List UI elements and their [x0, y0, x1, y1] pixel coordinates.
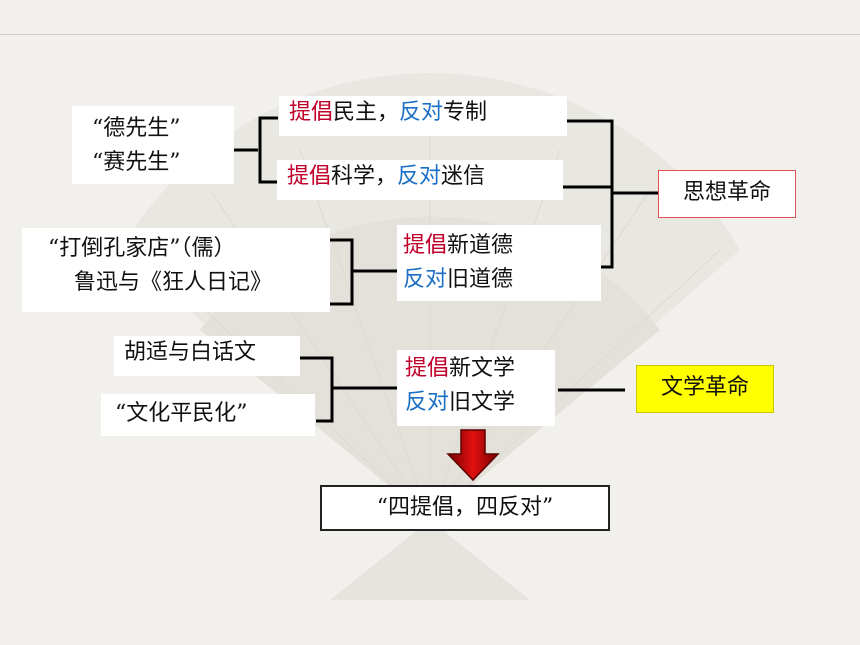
mr-de-sai-box: “德先生” “赛先生”	[72, 106, 234, 184]
confucius-line1: “打倒孔家店”（儒）	[48, 236, 236, 261]
advocate-text: 提倡	[405, 356, 450, 381]
top-divider	[0, 34, 860, 35]
democracy-box: 提倡民主，反对专制	[279, 96, 567, 136]
oppose-text: 反对	[399, 100, 444, 125]
down-arrow-icon	[446, 429, 500, 482]
oppose-object: 迷信	[441, 164, 486, 189]
oppose-text: 反对	[397, 164, 442, 189]
science-box: 提倡科学，反对迷信	[277, 160, 563, 200]
literature-revolution-box: 文学革命	[636, 365, 774, 413]
advocate-text: 提倡	[289, 100, 334, 125]
thought-revolution-label: 思想革命	[682, 180, 771, 205]
literature-revolution-label: 文学革命	[660, 375, 749, 400]
literature-box: 提倡新文学 反对旧文学	[397, 350, 555, 426]
oppose-object: 旧文学	[449, 390, 516, 415]
advocate-object: 新道德	[447, 233, 514, 258]
hu-shi-box: 胡适与白话文	[114, 336, 300, 376]
thought-revolution-box: 思想革命	[658, 170, 796, 218]
mr-sai-text: “赛先生”	[92, 150, 181, 175]
oppose-text: 反对	[403, 267, 448, 292]
civilian-box: “文化平民化”	[101, 394, 315, 436]
confucius-box: “打倒孔家店”（儒） 鲁迅与《狂人日记》	[22, 228, 330, 312]
advocate-object: 新文学	[449, 356, 516, 381]
civilian-text: “文化平民化”	[115, 401, 248, 426]
advocate-object: 民主，	[333, 100, 400, 125]
advocate-text: 提倡	[287, 164, 332, 189]
advocate-text: 提倡	[403, 233, 448, 258]
confucius-line2: 鲁迅与《狂人日记》	[74, 270, 273, 295]
oppose-object: 专制	[443, 100, 488, 125]
oppose-text: 反对	[405, 390, 450, 415]
advocate-object: 科学，	[331, 164, 398, 189]
mr-de-text: “德先生”	[92, 116, 181, 141]
oppose-object: 旧道德	[447, 267, 514, 292]
summary-text: “四提倡，四反对”	[376, 495, 554, 520]
summary-box: “四提倡，四反对”	[320, 485, 610, 531]
moral-box: 提倡新道德 反对旧道德	[397, 225, 601, 301]
hu-shi-text: 胡适与白话文	[124, 340, 257, 365]
